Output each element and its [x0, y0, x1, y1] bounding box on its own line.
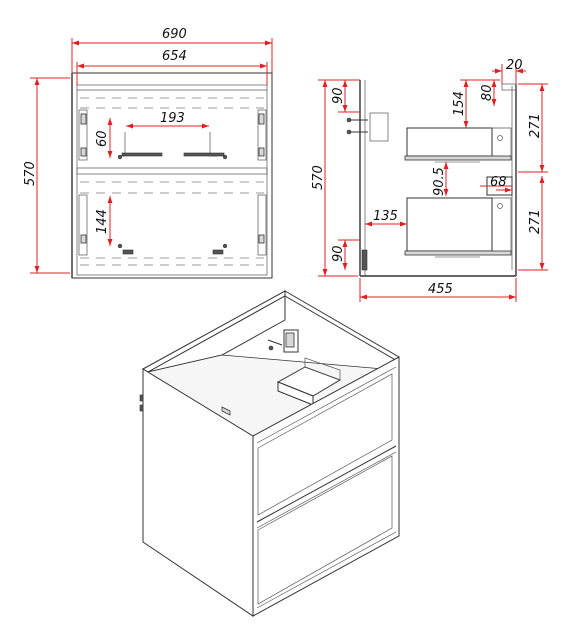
- dim-570-front: 570: [23, 161, 38, 186]
- dim-144: 144: [95, 209, 110, 234]
- runner-right-upper: [257, 109, 267, 161]
- runner-left-lower: [78, 194, 88, 256]
- runner-right-lower: [257, 194, 267, 256]
- dim-60: 60: [95, 130, 110, 147]
- dim-570-side: 570: [311, 165, 326, 190]
- runner-left-upper: [78, 109, 88, 161]
- dim-455: 455: [428, 282, 453, 297]
- dim-90-5: 90.5: [432, 167, 447, 196]
- side-dimensions: 570 90 154 80 20 271 271 90.5: [311, 58, 548, 302]
- front-view: [71, 72, 273, 279]
- dim-271-lower: 271: [528, 209, 543, 234]
- wall-hanger: [369, 112, 389, 142]
- dim-654: 654: [162, 49, 187, 64]
- dim-690: 690: [162, 27, 187, 42]
- front-dimensions: 690 654 570 193 60 144: [23, 27, 273, 274]
- dim-90-top: 90: [331, 87, 346, 104]
- side-lower-drawer: [406, 197, 493, 252]
- dim-68: 68: [490, 175, 507, 190]
- dim-20: 20: [506, 58, 523, 73]
- dim-154: 154: [452, 91, 467, 116]
- dim-193: 193: [160, 111, 185, 126]
- iso-lower-drawer: [257, 455, 393, 605]
- iso-front-face: [252, 356, 400, 617]
- dim-90-bottom: 90: [331, 245, 346, 262]
- front-outline: [71, 72, 273, 279]
- isometric-view: [139, 290, 400, 617]
- dim-80: 80: [480, 84, 495, 101]
- side-upper-drawer: [406, 127, 493, 157]
- dim-271-upper: 271: [528, 113, 543, 138]
- iso-upper-drawer: [257, 373, 393, 516]
- dim-135: 135: [373, 209, 398, 224]
- front-drawer-divider: [76, 167, 268, 175]
